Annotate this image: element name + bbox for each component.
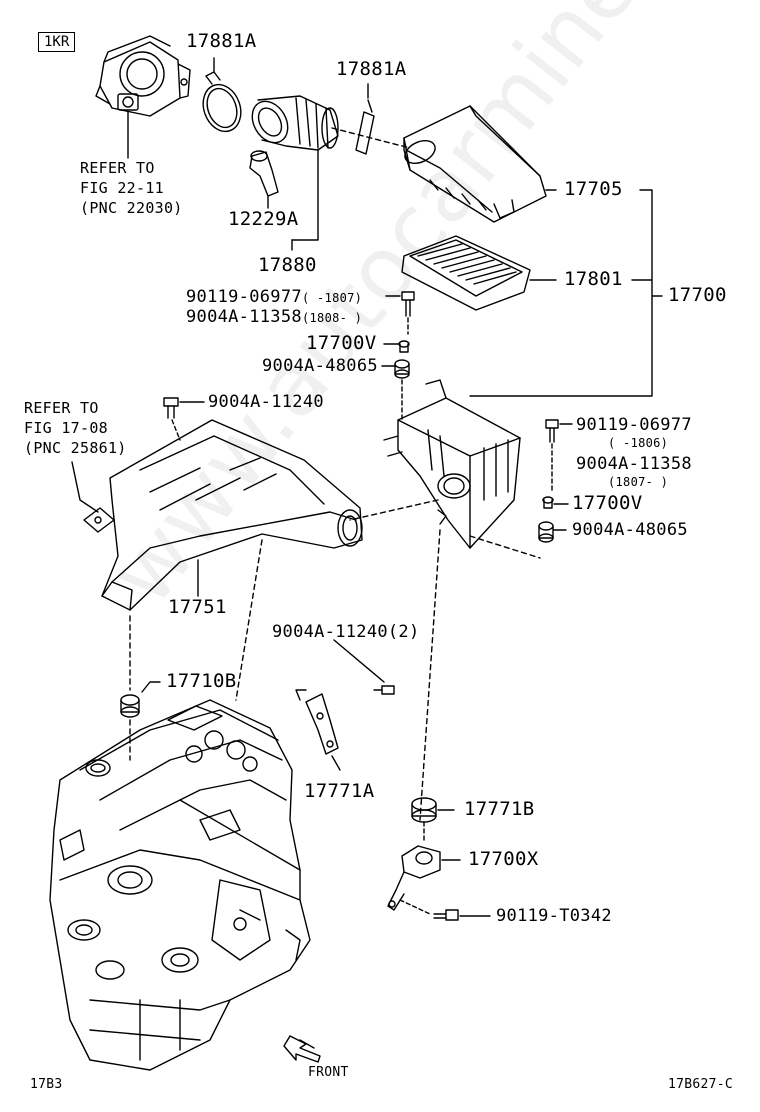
bolt-90119-06977-a-drawing xyxy=(401,291,415,317)
label-90119-t0342: 90119-T0342 xyxy=(496,906,612,926)
elbow-12229a-drawing xyxy=(249,150,279,197)
bolt-9004a-11240-drawing xyxy=(163,397,179,419)
label-9004a-11240: 9004A-11240 xyxy=(208,392,324,412)
air-cleaner-case-drawing xyxy=(383,379,521,549)
label-9004a-11358-b: 9004A-11358 xyxy=(576,454,692,474)
label-17771a: 17771A xyxy=(304,780,375,802)
bracket-17700x-drawing xyxy=(387,845,441,911)
label-17771b: 17771B xyxy=(464,798,535,820)
label-17700v-b: 17700V xyxy=(572,492,643,514)
dash-case-down xyxy=(419,529,441,821)
leader-9004a-11240-2 xyxy=(333,639,385,683)
front-label: FRONT xyxy=(308,1065,349,1080)
dash-duct-engine-right xyxy=(235,539,263,701)
dash-hose-to-cleaner xyxy=(331,127,411,149)
bracket-17771a-drawing xyxy=(305,693,339,755)
label-90119-06977-a: 90119-06977 xyxy=(186,287,302,307)
label-9004a-11358-a: 9004A-11358 xyxy=(186,307,302,327)
clamp-17881a-right-drawing xyxy=(355,99,375,155)
refer-throttle-line1: REFER TO xyxy=(80,159,155,177)
label-90119-06977-a-range: ( -1807) xyxy=(302,291,363,305)
label-12229a: 12229A xyxy=(228,208,299,230)
filter-element-drawing xyxy=(401,235,531,311)
label-17880: 17880 xyxy=(258,254,317,276)
engine-code-tag: 1KR xyxy=(38,32,76,52)
label-9004a-48065-a: 9004A-48065 xyxy=(262,356,378,376)
label-9004a-11358-a-range: (1808- ) xyxy=(302,311,363,325)
bushing-9004a-48065-a-drawing xyxy=(394,359,410,379)
leader-17880 xyxy=(291,149,319,241)
page-code-left: 17B3 xyxy=(30,1077,63,1092)
throttle-body-drawing xyxy=(95,35,191,117)
bolt-90119-06977-b-drawing xyxy=(545,419,559,443)
intake-duct-drawing xyxy=(83,419,363,611)
leader-17710b xyxy=(141,681,161,693)
label-90119-06977-b-range: ( -1806) xyxy=(608,436,669,450)
label-9004a-11358-b-range: (1807- ) xyxy=(608,475,669,489)
dash-t0342 xyxy=(399,899,431,915)
dash-case-to-duct xyxy=(349,499,439,521)
bracket-17700 xyxy=(469,189,653,397)
front-arrow-icon xyxy=(283,1035,321,1063)
engine-block-drawing xyxy=(49,699,311,1071)
label-17700v-a: 17700V xyxy=(306,332,377,354)
label-17705: 17705 xyxy=(564,178,623,200)
label-9004a-48065-b: 9004A-48065 xyxy=(572,520,688,540)
grommet-17710b-drawing xyxy=(120,694,140,718)
label-17881a-right: 17881A xyxy=(336,58,407,80)
bolt-9004a-11240-2-drawing xyxy=(373,685,395,695)
dash-case-right xyxy=(469,535,541,559)
label-9004a-11240-2: 9004A-11240(2) xyxy=(272,622,420,642)
page-code-right: 17B627-C xyxy=(668,1077,734,1092)
bracket-17771a-tab xyxy=(295,689,307,701)
air-cleaner-cap-drawing xyxy=(403,105,547,223)
clamp-17881a-left-drawing xyxy=(202,71,242,133)
intake-hose-drawing xyxy=(251,95,339,151)
label-90119-06977-b: 90119-06977 xyxy=(576,415,692,435)
bolt-90119-t0342-drawing xyxy=(433,909,459,921)
label-17700x: 17700X xyxy=(468,848,539,870)
label-17700: 17700 xyxy=(668,284,727,306)
cushion-17771b-drawing xyxy=(411,797,437,823)
grommet-17700v-b-drawing xyxy=(542,496,554,509)
refer-throttle-line2: FIG 22-11 xyxy=(80,179,164,197)
refer-duct-line3: (PNC 25861) xyxy=(24,439,127,457)
label-17710b: 17710B xyxy=(166,670,237,692)
label-17881a-left: 17881A xyxy=(186,30,257,52)
refer-throttle-line3: (PNC 22030) xyxy=(80,199,183,217)
grommet-17700v-a-drawing xyxy=(398,340,410,353)
leader-17771a xyxy=(331,755,341,771)
refer-duct-line1: REFER TO xyxy=(24,399,99,417)
bushing-9004a-48065-b-drawing xyxy=(538,521,554,543)
refer-duct-line2: FIG 17-08 xyxy=(24,419,108,437)
leader-refer-duct xyxy=(71,461,99,513)
dash-bolt-11240 xyxy=(171,419,181,441)
label-17801: 17801 xyxy=(564,268,623,290)
label-17751: 17751 xyxy=(168,596,227,618)
